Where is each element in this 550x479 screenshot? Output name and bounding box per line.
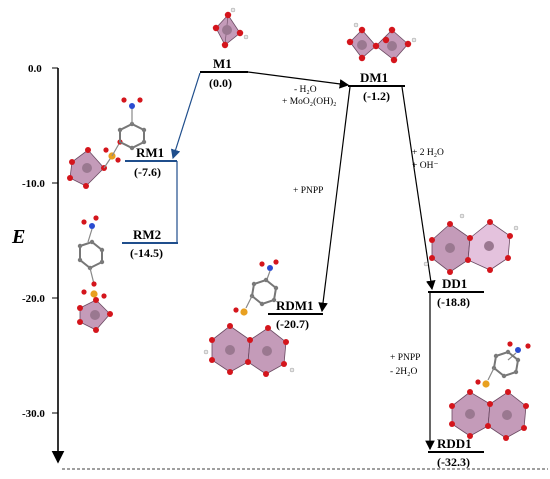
annotation-m1-dm1-2: + MoO₂(OH)₂	[282, 96, 336, 107]
annotation-dm1-dd1-2: + OH⁻	[412, 161, 438, 171]
value-RDD1: (-32.3)	[437, 455, 470, 469]
value-RDM1: (-20.7)	[276, 317, 309, 331]
label-RDM1: RDM1	[276, 298, 314, 313]
tick-label-3: -30.0	[22, 408, 45, 420]
axis-label: E	[11, 226, 25, 248]
value-DM1: (-1.2)	[363, 89, 390, 103]
structure-RM2-image	[77, 215, 113, 333]
arrow-dm1-rdm1	[318, 86, 351, 313]
label-DM1: DM1	[360, 70, 388, 85]
tick-label-0: 0.0	[28, 63, 42, 75]
arrow-m1-rm1	[170, 72, 201, 160]
arrow-dm1-dd1	[401, 86, 436, 291]
value-RM1: (-7.6)	[134, 165, 161, 179]
structure-RDM1-image	[203, 259, 295, 377]
structure-RM1-image	[67, 97, 147, 189]
arrow-m1-dm1	[247, 71, 350, 89]
value-RM2: (-14.5)	[130, 246, 163, 260]
label-RDD1: RDD1	[437, 436, 472, 451]
structure-RDD1-image	[449, 341, 531, 441]
structure-DD1-image	[423, 213, 519, 275]
annotation-m1-dm1-1: - H₂O	[294, 85, 317, 95]
label-RM2: RM2	[133, 227, 161, 242]
structure-DM1-image	[346, 22, 417, 64]
annotation-dm1-rdm1: + PNPP	[293, 186, 323, 196]
value-DD1: (-18.8)	[437, 295, 470, 309]
annotation-dd1-rdd1-2: - 2H₂O	[390, 367, 417, 377]
label-M1: M1	[213, 56, 232, 71]
annotation-dm1-dd1-1: + 2 H₂O	[412, 148, 444, 158]
tick-label-2: -20.0	[22, 293, 45, 305]
structure-M1-image	[212, 7, 249, 49]
value-M1: (0.0)	[209, 76, 232, 90]
label-RM1: RM1	[136, 145, 164, 160]
label-DD1: DD1	[442, 276, 467, 291]
tick-label-1: -10.0	[22, 178, 45, 190]
annotation-dd1-rdd1-1: + PNPP	[390, 353, 420, 363]
